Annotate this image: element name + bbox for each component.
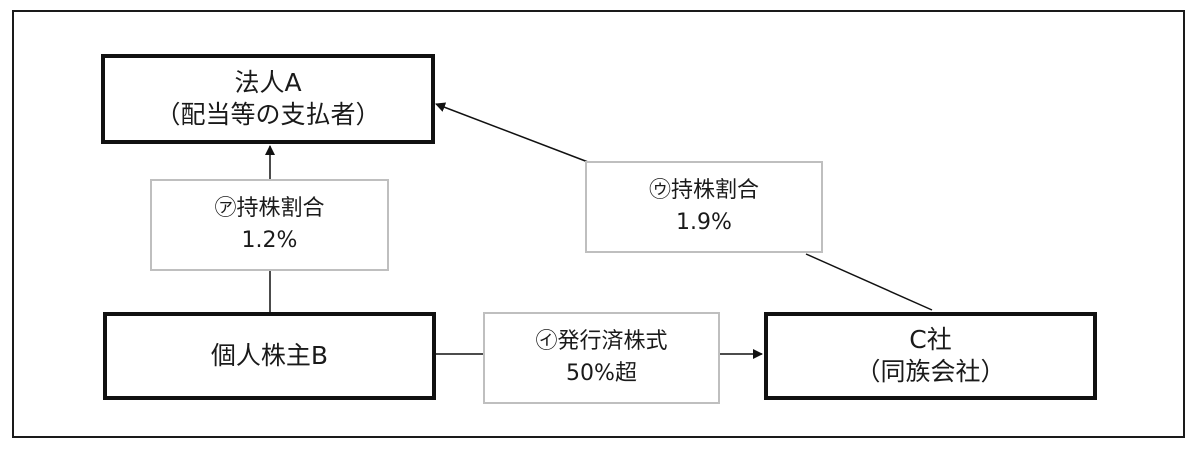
connector-c-to-a-lower [805,253,933,311]
edge-label-b-to-a: ㋐持株割合 1.2% [150,179,389,271]
edge-label-c-to-a: ㋒持株割合 1.9% [585,161,823,253]
node-shareholder-b-name: 個人株主B [210,340,329,370]
node-company-a-name: 法人A [234,67,302,97]
edge-label-c-to-a-text: ㋒持株割合 [648,178,759,204]
node-company-c: C社 （同族会社） [764,312,1097,400]
edge-label-b-to-a-text: ㋐持株割合 [214,196,325,222]
node-company-c-role: （同族会社） [855,357,1006,386]
edge-label-b-to-c-text: ㋑発行済株式 [535,329,668,355]
node-company-a: 法人A （配当等の支払者） [101,54,435,144]
diagram-frame [12,10,1185,438]
node-shareholder-b: 個人株主B [103,312,436,400]
edge-label-b-to-c: ㋑発行済株式 50%超 [483,312,720,404]
edge-label-c-to-a-value: 1.9% [676,210,732,235]
edge-label-b-to-c-value: 50%超 [566,361,637,386]
connector-c-to-a-upper [435,102,589,163]
edge-label-b-to-a-value: 1.2% [241,228,298,253]
node-company-c-name: C社 [909,324,952,354]
node-company-a-role: （配当等の支払者） [155,100,381,129]
